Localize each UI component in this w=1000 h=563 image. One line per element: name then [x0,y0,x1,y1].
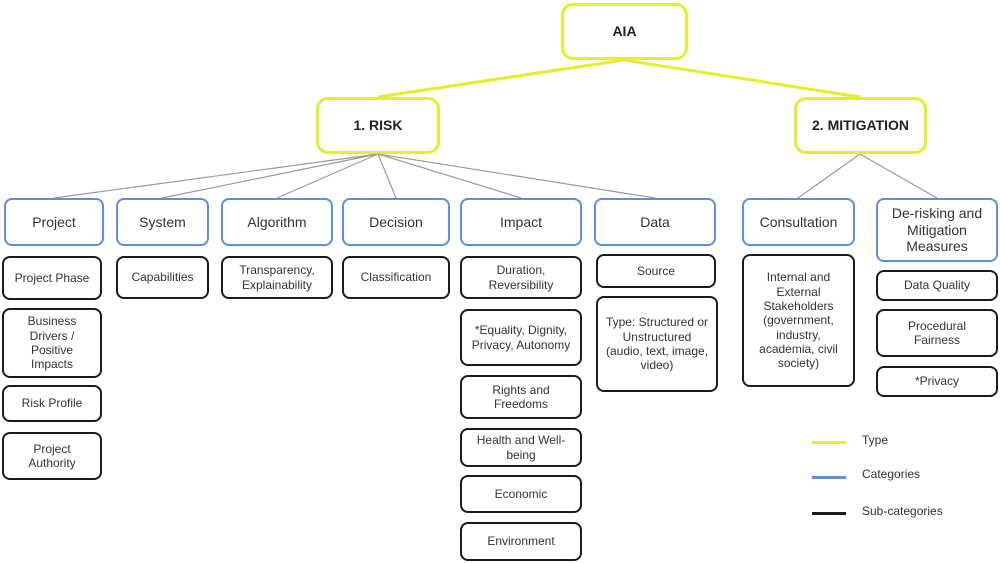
category-system: System [116,198,209,246]
link-risk-impact [377,153,522,199]
subcategory-duration: Duration, Reversibility [460,256,582,299]
category-impact: Impact [460,198,582,246]
node-mitigation: 2. MITIGATION [794,97,927,154]
legend-swatch-categories [812,476,846,479]
subcategory-data-type: Type: Structured or Unstructured (audio,… [596,296,718,392]
subcategory-business-drivers: Business Drivers / Positive Impacts [2,308,102,378]
node-risk: 1. RISK [316,97,440,154]
link-aia-risk [377,58,625,99]
category-decision: Decision [342,198,450,246]
subcategory-procedural-fairness: Procedural Fairness [876,309,998,357]
link-risk-project [53,153,379,199]
category-data: Data [594,198,716,246]
subcategory-environment: Environment [460,522,582,561]
subcategory-rights: Rights and Freedoms [460,375,582,419]
link-risk-system [161,153,379,199]
subcategory-project-phase: Project Phase [2,256,102,300]
legend-label-categories: Categories [862,467,921,481]
category-consultation: Consultation [742,198,855,246]
subcategory-stakeholders: Internal and External Stakeholders (gove… [742,254,855,387]
link-risk-algorithm [276,153,379,199]
subcategory-transparency: Transparency, Explainability [221,256,333,299]
link-risk-decision [377,153,397,199]
subcategory-project-authority: Project Authority [2,432,102,480]
subcategory-equality: *Equality, Dignity, Privacy, Autonomy [460,309,582,366]
link-mitigation-derisking [859,153,938,199]
legend-label-subcategories: Sub-categories [862,504,943,518]
subcategory-risk-profile: Risk Profile [2,385,102,422]
category-derisking: De-risking and Mitigation Measures [876,198,998,262]
subcategory-health: Health and Well-being [460,428,582,467]
category-project: Project [4,198,104,246]
subcategory-privacy: *Privacy [876,366,998,397]
subcategory-data-quality: Data Quality [876,270,998,301]
subcategory-source: Source [596,254,716,288]
legend-label-type: Type [862,433,889,447]
node-aia: AIA [561,3,688,60]
link-mitigation-consultation [797,153,861,199]
link-risk-data [377,153,656,199]
category-algorithm: Algorithm [221,198,333,246]
legend-swatch-type [812,441,846,444]
subcategory-capabilities: Capabilities [116,256,209,299]
subcategory-economic: Economic [460,475,582,513]
legend-swatch-subcategories [812,512,846,515]
link-aia-mitigation [623,58,861,99]
subcategory-classification: Classification [342,256,450,299]
